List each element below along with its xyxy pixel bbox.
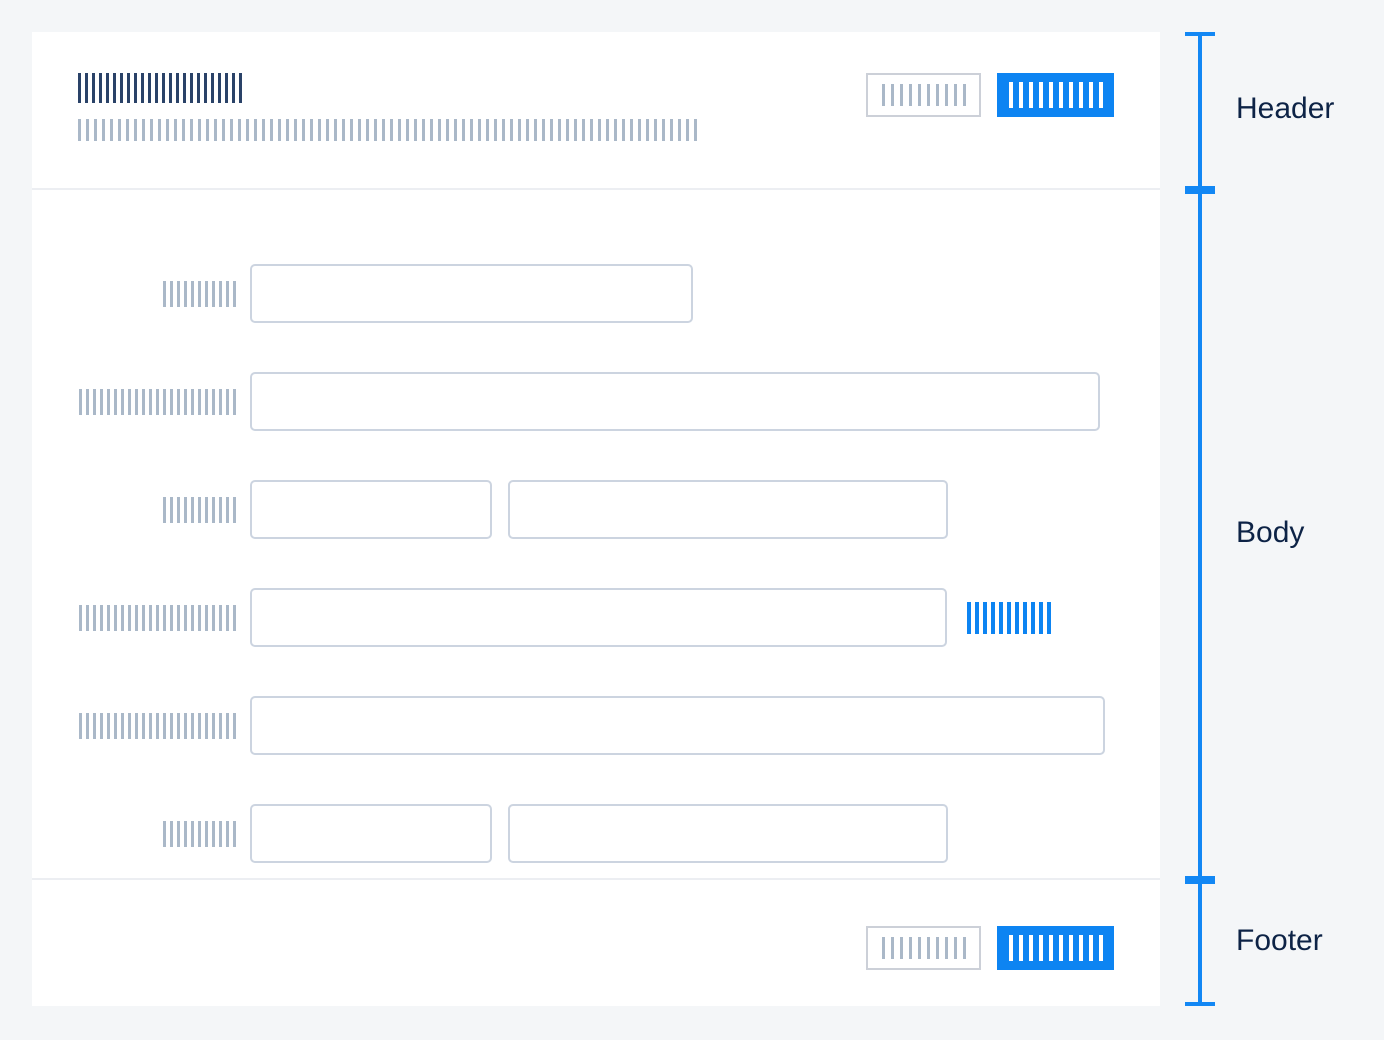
text-input[interactable]: [250, 480, 492, 539]
header-primary-button-label: [1008, 82, 1103, 108]
form-row-label-placeholder: [79, 712, 236, 739]
header-title-block: [78, 73, 702, 141]
card-footer: [32, 880, 1160, 1006]
form-row: [32, 588, 1160, 647]
form-row: [32, 264, 1160, 323]
form-row-label: [32, 496, 250, 523]
header-secondary-button[interactable]: [866, 73, 981, 117]
form-row-label-placeholder: [163, 496, 236, 523]
annotation-bracket-body: [1185, 190, 1215, 880]
form-row-label: [32, 604, 250, 631]
form-row-controls: [250, 696, 1105, 755]
footer-secondary-button-label: [881, 937, 966, 959]
form-row-controls: [250, 264, 693, 323]
form-row: [32, 804, 1160, 863]
footer-primary-button-label: [1008, 935, 1103, 961]
form-row: [32, 696, 1160, 755]
text-input[interactable]: [250, 696, 1105, 755]
form-row: [32, 480, 1160, 539]
form-row-label: [32, 820, 250, 847]
header-secondary-button-label: [881, 84, 966, 106]
annotation-cap-top: [1185, 32, 1215, 36]
form-row-label: [32, 280, 250, 307]
annotation-bracket-header: [1185, 32, 1215, 190]
text-input[interactable]: [250, 264, 693, 323]
form-row-controls: [250, 804, 948, 863]
form-row-controls: [250, 588, 1051, 647]
form-card: [32, 32, 1160, 1006]
header-primary-button[interactable]: [997, 73, 1114, 117]
header-actions: [866, 73, 1114, 117]
text-input[interactable]: [250, 804, 492, 863]
annotation-cap-top: [1185, 880, 1215, 884]
header-title-placeholder: [78, 73, 702, 103]
header-subtitle-placeholder: [78, 119, 702, 141]
form-row-label: [32, 712, 250, 739]
card-header: [32, 32, 1160, 190]
annotation-cap-bottom: [1185, 186, 1215, 190]
form-row-label-placeholder: [79, 388, 236, 415]
annotation-cap-bottom: [1185, 876, 1215, 880]
form-row-controls: [250, 372, 1100, 431]
form-row-label: [32, 388, 250, 415]
footer-primary-button[interactable]: [997, 926, 1114, 970]
footer-secondary-button[interactable]: [866, 926, 981, 970]
form-row-label-placeholder: [163, 280, 236, 307]
annotation-cap-bottom: [1185, 1002, 1215, 1006]
card-body: [32, 190, 1160, 880]
text-input[interactable]: [250, 588, 947, 647]
annotation-cap-top: [1185, 190, 1215, 194]
form-row-helper-link[interactable]: [967, 601, 1051, 634]
form-row: [32, 372, 1160, 431]
form-row-label-placeholder: [79, 604, 236, 631]
annotation-label-body: Body: [1236, 516, 1305, 549]
annotation-label-footer: Footer: [1236, 924, 1323, 957]
footer-actions: [866, 926, 1114, 970]
annotation-bracket-footer: [1185, 880, 1215, 1006]
text-input[interactable]: [508, 480, 948, 539]
text-input[interactable]: [250, 372, 1100, 431]
text-input[interactable]: [508, 804, 948, 863]
form-row-label-placeholder: [163, 820, 236, 847]
annotation-label-header: Header: [1236, 92, 1335, 125]
form-row-controls: [250, 480, 948, 539]
